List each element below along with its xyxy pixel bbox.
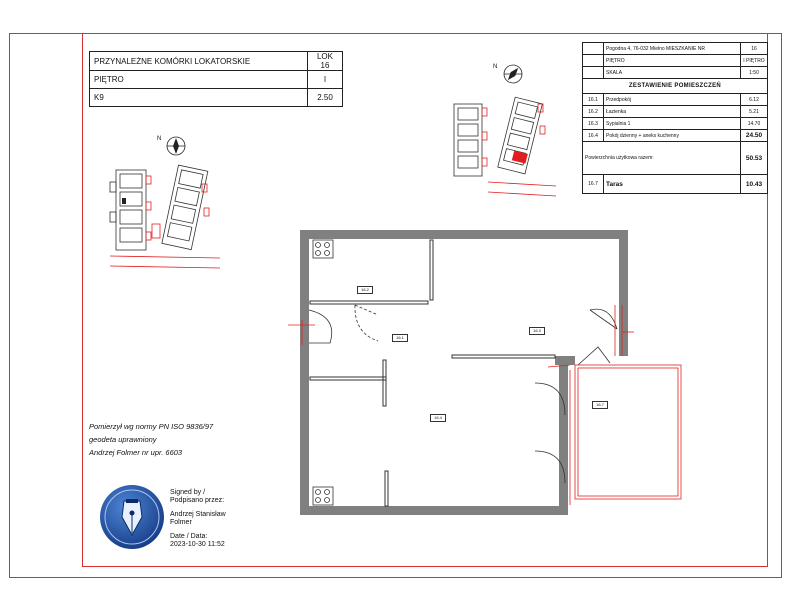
table-row: 16.3 Sypialnia 1 14.70 — [582, 117, 768, 130]
table-row: 16.7 Taras 10.43 — [582, 174, 768, 194]
locker-table: PRZYNALEŻNE KOMÓRKI LOKATORSKIE LOK 16 P… — [89, 51, 343, 107]
site-plan-thumbnail — [109, 164, 221, 269]
room-tag-16-7: 16.7 — [592, 401, 608, 409]
floor-plan — [288, 230, 682, 515]
table-row: 16.4 Pokój dzienny + aneks kuchenny 24.5… — [582, 129, 768, 142]
north-label: N — [157, 136, 162, 142]
total-value: 50.53 — [740, 141, 768, 175]
table-row: 16.2 Łazienka 5.21 — [582, 105, 768, 118]
outer-frame — [9, 33, 782, 578]
room-tag-16-2: 16.2 — [357, 286, 373, 294]
site-plan-thumbnail-highlighted — [453, 96, 557, 197]
room-tag-16-3: 16.3 — [529, 327, 545, 335]
room-tag-16-4: 16.4 — [430, 414, 446, 422]
table-row: Pogodna 4, 76-032 Mielno MIESZKANIE NR 1… — [582, 42, 768, 55]
locker-label: PRZYNALEŻNE KOMÓRKI LOKATORSKIE — [89, 51, 308, 71]
signature-seal-icon — [100, 485, 164, 549]
address-value: 16 — [740, 42, 768, 55]
table-row: K9 2.50 — [89, 88, 343, 107]
signature-block: Signed by / Podpisano przez: Andrzej Sta… — [170, 489, 226, 548]
floor-value: I — [307, 70, 343, 89]
north-label: N — [493, 64, 498, 70]
north-arrow-icon — [503, 64, 523, 84]
info-floor-label: PIĘTRO — [603, 54, 741, 67]
table-row: PRZYNALEŻNE KOMÓRKI LOKATORSKIE LOK 16 — [89, 51, 343, 71]
locker-k9-label: K9 — [89, 88, 308, 107]
locker-k9-value: 2.50 — [307, 88, 343, 107]
table-row: PIĘTRO I — [89, 70, 343, 89]
locker-value: LOK 16 — [307, 51, 343, 71]
table-row: 16.1 Przedpokój 6.12 — [582, 93, 768, 106]
scale-value: 1:50 — [740, 66, 768, 79]
floor-label: PIĘTRO — [89, 70, 308, 89]
table-row: ZESTAWIENIE POMIESZCZEŃ — [582, 78, 768, 94]
room-schedule-table: Pogodna 4, 76-032 Mielno MIESZKANIE NR 1… — [582, 42, 768, 194]
surveyor-note: Pomierzył wg normy PN ISO 9836/97 geodet… — [89, 422, 214, 457]
north-arrow-icon — [166, 136, 186, 156]
table-row: PIĘTRO I PIĘTRO — [582, 54, 768, 67]
address-label: Pogodna 4, 76-032 Mielno MIESZKANIE NR — [603, 42, 741, 55]
table-row: SKALA 1:50 — [582, 66, 768, 79]
table-row: Powierzchnia użytkowa razem: 50.53 — [582, 141, 768, 175]
total-label: Powierzchnia użytkowa razem: — [582, 141, 741, 175]
inner-frame — [82, 33, 768, 567]
schedule-header: ZESTAWIENIE POMIESZCZEŃ — [582, 78, 768, 94]
scale-label: SKALA — [603, 66, 741, 79]
room-tag-16-1: 16.1 — [392, 334, 408, 342]
info-floor-value: I PIĘTRO — [740, 54, 768, 67]
